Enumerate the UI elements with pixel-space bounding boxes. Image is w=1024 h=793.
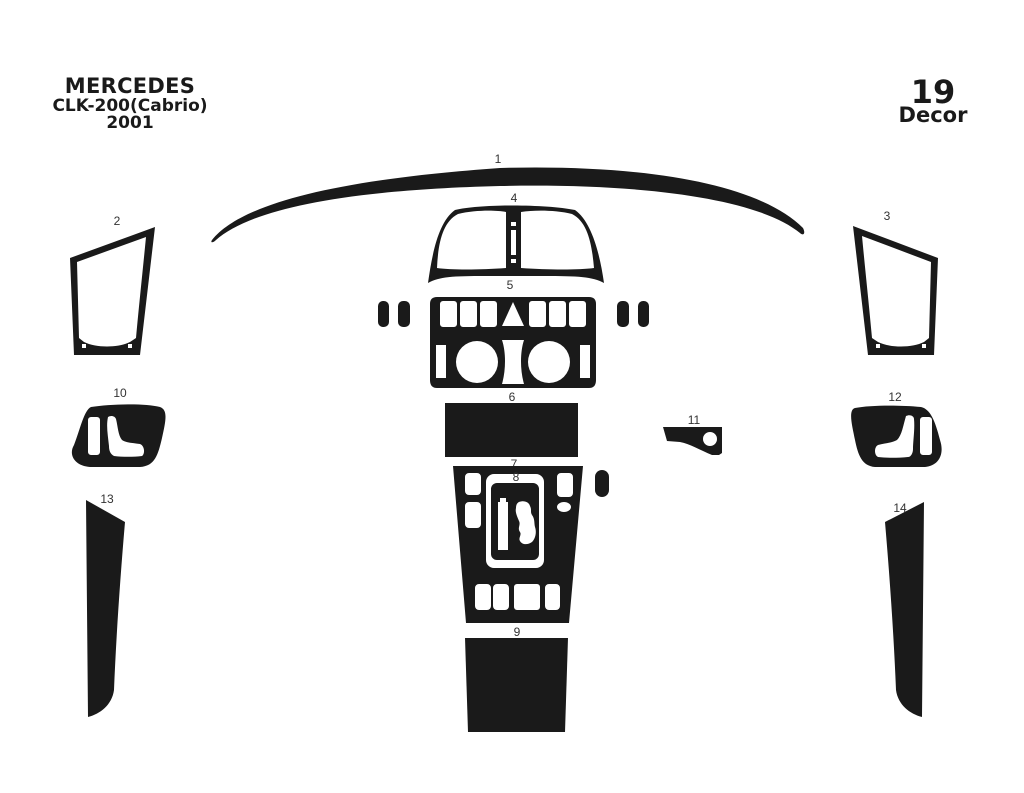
part-label: 5 <box>507 278 514 292</box>
part-label: 9 <box>514 625 521 639</box>
part-label: 10 <box>113 386 127 400</box>
part-6: 6 <box>445 390 578 457</box>
part-13: 13 <box>86 492 125 717</box>
part-8-side-knob <box>595 470 609 497</box>
vehicle-title-block: MERCEDES CLK-200(Cabrio) 2001 <box>30 76 230 132</box>
part-5-side-left-b <box>398 301 410 327</box>
part-label: 11 <box>688 413 701 427</box>
part-9: 9 <box>465 625 568 732</box>
part-label: 13 <box>100 492 114 506</box>
part-label: 1 <box>495 152 502 166</box>
part-label: 3 <box>884 209 891 223</box>
part-12: 12 <box>851 390 942 467</box>
part-2: 2 <box>70 214 155 355</box>
vehicle-year: 2001 <box>106 113 154 133</box>
piece-count: 19 <box>910 73 956 111</box>
vehicle-brand: MERCEDES <box>64 74 196 98</box>
part-11: 11 <box>663 413 722 455</box>
part-label: 12 <box>888 390 902 404</box>
part-3: 3 <box>853 209 938 355</box>
part-label: 7 <box>511 457 518 471</box>
part-5-side-right-b <box>638 301 649 327</box>
part-label: 2 <box>114 214 121 228</box>
part-10: 10 <box>71 386 166 467</box>
part-8: 8 <box>491 470 609 560</box>
part-1: 1 <box>211 152 805 243</box>
part-4: 4 <box>428 191 604 283</box>
part-label: 4 <box>511 191 518 205</box>
set-type: Decor <box>898 103 968 127</box>
part-7: 7 <box>453 457 583 623</box>
part-label: 8 <box>513 470 520 484</box>
part-label: 14 <box>893 501 907 515</box>
part-5-side-left-a <box>378 301 389 327</box>
set-info-block: 19 Decor <box>888 76 978 126</box>
part-5-side-right-a <box>617 301 629 327</box>
part-14: 14 <box>885 501 924 717</box>
part-label: 6 <box>509 390 516 404</box>
part-5: 5 <box>378 278 649 388</box>
vehicle-model: CLK-200(Cabrio) <box>52 96 208 116</box>
